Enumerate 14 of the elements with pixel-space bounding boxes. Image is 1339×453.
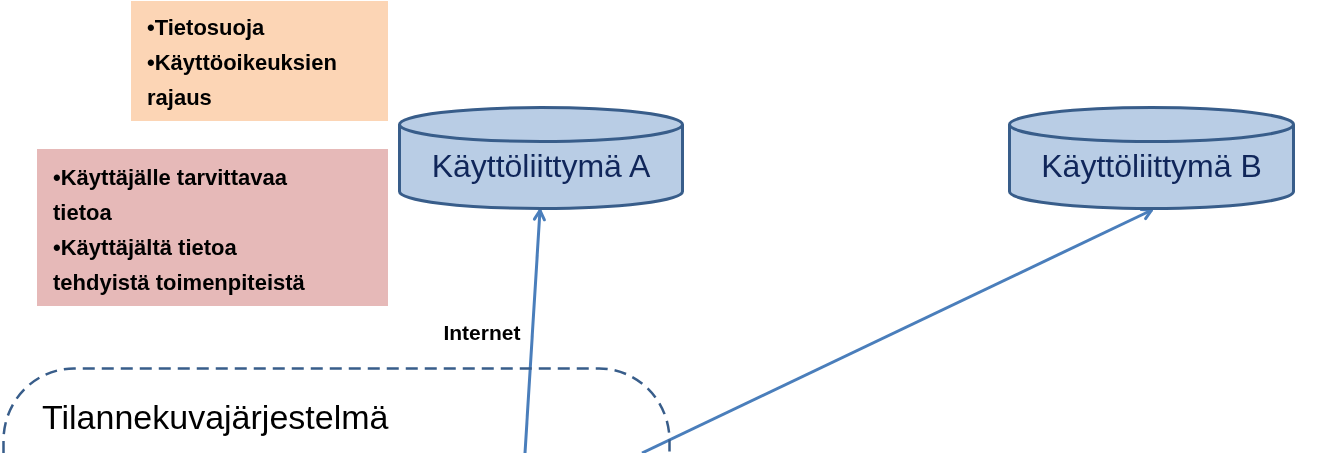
arrow: [641, 208, 1154, 453]
bullet-text: •Käyttäjälle tarvittavaa tietoa: [53, 164, 288, 227]
cylinder-shape: [398, 106, 684, 210]
note-box: [37, 149, 388, 306]
bullet-text: •Tietosuoja: [147, 14, 266, 42]
node-label: Käyttöliittymä B: [1040, 148, 1263, 185]
arrow: [523, 209, 546, 453]
region-title: Tilannekuvajärjestelmä: [42, 398, 389, 437]
note-box: [131, 1, 388, 121]
bullet-text: •Käyttäjältä tietoa tehdyistä toimenpiteistä: [53, 234, 306, 297]
dashed-region: [2, 367, 671, 453]
cylinder-shape: [1008, 106, 1295, 210]
node-label: Käyttöliittymä A: [430, 148, 652, 185]
bullet-text: •Käyttöoikeuksien rajaus: [147, 49, 338, 112]
